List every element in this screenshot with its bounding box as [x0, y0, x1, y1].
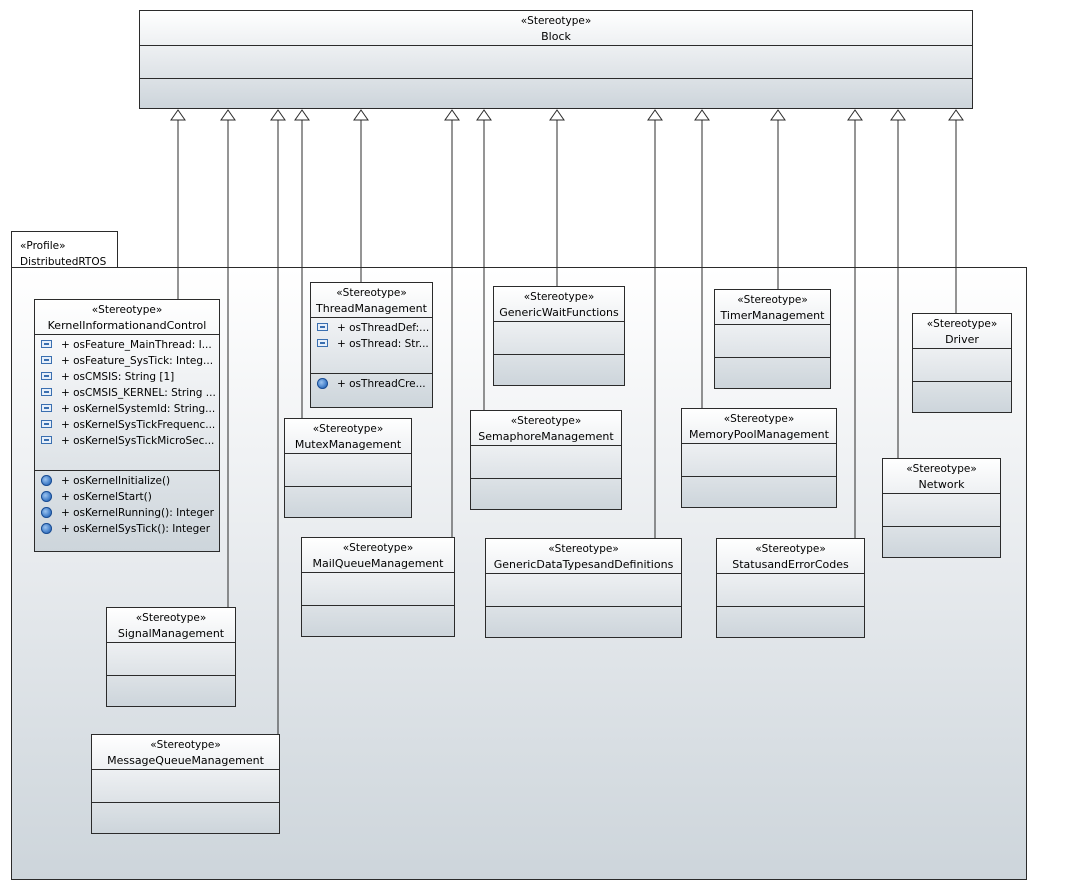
attribute-icon	[41, 372, 52, 380]
attribute-row[interactable]: + osFeature_MainThread: I...	[41, 337, 217, 353]
generic-wait-functions-class[interactable]: «Stereotype» GenericWaitFunctions	[493, 286, 625, 386]
block-stereotype: «Stereotype»	[520, 15, 592, 27]
stereotype-keyword: «Stereotype»	[135, 612, 207, 624]
attribute-row[interactable]: + osCMSIS_KERNEL: String ...	[41, 385, 217, 401]
class-name: ThreadManagement	[316, 302, 427, 315]
generalization-arrowhead-genericwait	[549, 109, 565, 121]
attribute-icon	[317, 323, 328, 331]
attribute-icon	[41, 340, 52, 348]
signal-management-class[interactable]: «Stereotype» SignalManagement	[106, 607, 236, 707]
attribute-icon	[41, 356, 52, 364]
network-class[interactable]: «Stereotype» Network	[882, 458, 1001, 558]
mail-queue-management-class[interactable]: «Stereotype» MailQueueManagement	[301, 537, 455, 637]
thread-stereotype-class[interactable]: «Stereotype» ThreadManagement + osThread…	[310, 282, 433, 408]
operation-row[interactable]: + osKernelSysTick(): Integer	[41, 521, 217, 537]
operation-row[interactable]: + osThreadCre...	[317, 376, 430, 392]
generalization-arrowhead-network	[890, 109, 906, 121]
attribute-icon	[41, 404, 52, 412]
profile-name: DistributedRTOS	[20, 256, 107, 268]
generalization-arrowhead-semaphore	[476, 109, 492, 121]
stereotype-keyword: «Stereotype»	[312, 423, 384, 435]
class-name: GenericWaitFunctions	[499, 306, 619, 319]
stereotype-keyword: «Stereotype»	[755, 543, 826, 555]
generalization-arrowhead-thread	[353, 109, 369, 121]
generic-data-types-class[interactable]: «Stereotype» GenericDataTypesandDefinitio…	[485, 538, 682, 638]
class-name: Driver	[945, 333, 979, 346]
stereotype-keyword: «Stereotype»	[510, 415, 582, 427]
class-name: TimerManagement	[720, 309, 825, 322]
generalization-arrowhead-status	[847, 109, 863, 121]
attribute-icon	[41, 420, 52, 428]
memory-pool-management-class[interactable]: «Stereotype» MemoryPoolManagement	[681, 408, 837, 508]
operation-row[interactable]: + osKernelRunning(): Integer	[41, 505, 217, 521]
stereotype-keyword: «Stereotype»	[548, 543, 619, 555]
kernel-stereotype-class[interactable]: «Stereotype» KernelInformationandControl…	[34, 299, 220, 552]
attribute-row[interactable]: + osKernelSystemId: String...	[41, 401, 217, 417]
block-name: Block	[541, 30, 571, 43]
driver-class[interactable]: «Stereotype» Driver	[912, 313, 1012, 413]
stereotype-keyword: «Stereotype»	[906, 463, 977, 475]
attribute-row[interactable]: + osThreadDef:...	[317, 320, 430, 336]
class-name: MessageQueueManagement	[107, 754, 264, 767]
profile-stereotype: «Profile»	[20, 240, 66, 252]
generalization-arrowhead-timer	[770, 109, 786, 121]
attribute-row[interactable]: + osKernelSysTickMicroSec...	[41, 433, 217, 449]
generalization-arrowhead-driver	[948, 109, 964, 121]
stereotype-keyword: «Stereotype»	[523, 291, 595, 303]
timer-management-class[interactable]: «Stereotype» TimerManagement	[714, 289, 831, 389]
operation-icon	[317, 377, 328, 389]
class-name: SemaphoreManagement	[478, 430, 614, 443]
stereotype-keyword: «Stereotype»	[926, 318, 998, 330]
semaphore-management-class[interactable]: «Stereotype» SemaphoreManagement	[470, 410, 622, 510]
generalization-arrowhead-mutex	[294, 109, 310, 121]
operation-row[interactable]: + osKernelStart()	[41, 489, 217, 505]
stereotype-keyword: «Stereotype»	[342, 542, 414, 554]
stereotype-keyword: «Stereotype»	[336, 287, 407, 299]
class-name: Network	[918, 478, 965, 491]
mutex-management-class[interactable]: «Stereotype» MutexManagement	[284, 418, 412, 518]
stereotype-keyword: «Stereotype»	[150, 739, 221, 751]
attribute-icon	[317, 339, 328, 347]
operation-icon	[41, 506, 52, 518]
class-name: StatusandErrorCodes	[732, 558, 849, 571]
class-name: MutexManagement	[294, 438, 402, 451]
attribute-icon	[41, 388, 52, 396]
block-header: «Stereotype» Block	[140, 11, 972, 45]
class-name: GenericDataTypesandDefinitions	[493, 558, 674, 571]
attribute-row[interactable]: + osThread: Str...	[317, 336, 430, 352]
operation-row[interactable]: + osKernelInitialize()	[41, 473, 217, 489]
generalization-arrowhead-kernel	[170, 109, 186, 121]
stereotype-keyword: «Stereotype»	[91, 304, 163, 316]
block-class[interactable]: «Stereotype» Block	[139, 10, 973, 109]
attribute-row[interactable]: + osCMSIS: String [1]	[41, 369, 217, 385]
operation-icon	[41, 474, 52, 486]
profile-tab[interactable]: «Profile» DistributedRTOS	[11, 231, 118, 268]
class-name: KernelInformationandControl	[47, 319, 207, 332]
generalization-arrowhead-datatypes	[647, 109, 663, 121]
operation-icon	[41, 490, 52, 502]
generalization-arrowhead-signal	[220, 109, 236, 121]
generalization-arrowhead-mailqueue	[444, 109, 460, 121]
operation-icon	[41, 522, 52, 534]
class-name: MemoryPoolManagement	[689, 428, 829, 441]
message-queue-management-class[interactable]: «Stereotype» MessageQueueManagement	[91, 734, 280, 834]
stereotype-keyword: «Stereotype»	[723, 413, 795, 425]
attribute-row[interactable]: + osFeature_SysTick: Integ...	[41, 353, 217, 369]
stereotype-keyword: «Stereotype»	[737, 294, 808, 306]
attribute-icon	[41, 436, 52, 444]
generalization-arrowhead-memorypool	[694, 109, 710, 121]
class-name: SignalManagement	[117, 627, 225, 640]
status-error-codes-class[interactable]: «Stereotype» StatusandErrorCodes	[716, 538, 865, 638]
attribute-row[interactable]: + osKernelSysTickFrequenc...	[41, 417, 217, 433]
class-name: MailQueueManagement	[312, 557, 444, 570]
generalization-arrowhead-messagequeue	[270, 109, 286, 121]
